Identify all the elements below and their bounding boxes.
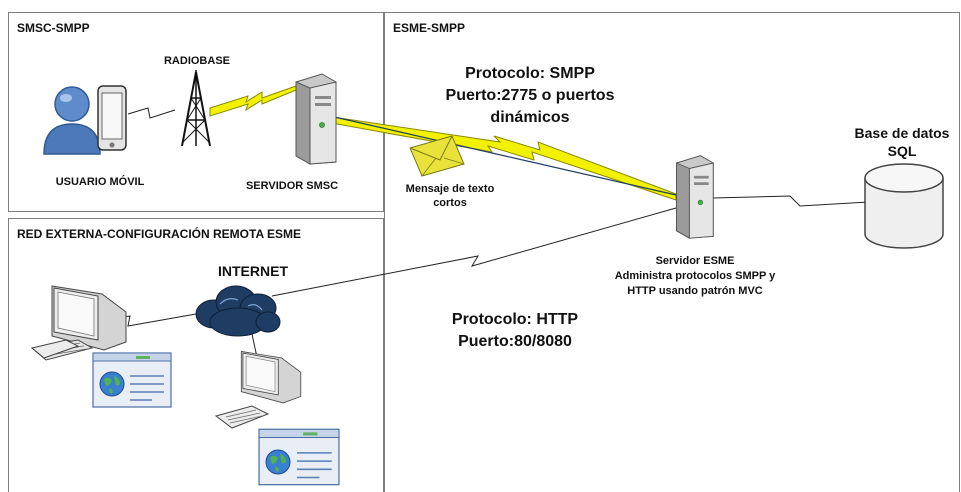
panel-red-externa [8,218,384,492]
label-db-line1: Base de datos [854,125,950,141]
label-http-line2: Puerto:80/8080 [458,333,572,350]
label-mensaje-line1: Mensaje de texto [405,183,495,195]
globe-icon [265,449,291,475]
label-smpp-line3: dinámicos [490,109,570,126]
mobile-phone-icon [97,85,127,151]
label-http-line1: Protocolo: HTTP [451,311,579,328]
panel-title-esme: ESME-SMPP [393,21,466,35]
label-internet: INTERNET [218,263,288,279]
label-db-line2: SQL [887,143,917,159]
desktop-computer-icon [240,350,302,404]
label-smpp-line2: Puerto:2775 o puertos [445,87,615,104]
panel-title-red-externa: RED EXTERNA-CONFIGURACIÓN REMOTA ESME [17,227,302,241]
label-esme-line2: Administra protocolos SMPP y [614,270,776,282]
keyboard-icon [30,339,80,359]
envelope-icon [409,135,465,177]
keyboard-icon [214,405,270,429]
cloud-icon [195,285,281,337]
lightning-link-icon [209,85,297,117]
esme-db-link [711,195,905,207]
server-icon [295,73,337,165]
server-icon [676,155,714,239]
label-esme-line3: HTTP usando patrón MVC [627,285,763,297]
panel-smsc-smpp [8,12,384,212]
antenna-tower-icon [181,70,211,147]
label-smpp-line1: Protocolo: SMPP [465,65,595,82]
panel-esme-smpp [384,12,960,492]
panel-title-smsc: SMSC-SMPP [17,21,90,35]
smsc-esme-core-line [329,115,677,196]
database-icon [864,163,944,249]
phone-tower-link [127,107,176,119]
label-radiobase: RADIOBASE [163,55,230,67]
label-esme-line1: Servidor ESME [655,255,735,267]
label-servidor-smsc: SERVIDOR SMSC [245,180,339,192]
globe-icon [99,371,125,397]
label-usuario-movil: USUARIO MÓVIL [55,176,145,188]
lightning-link-icon [325,115,677,201]
internet-esme-link [271,207,677,297]
label-mensaje-line2: cortos [433,197,467,209]
